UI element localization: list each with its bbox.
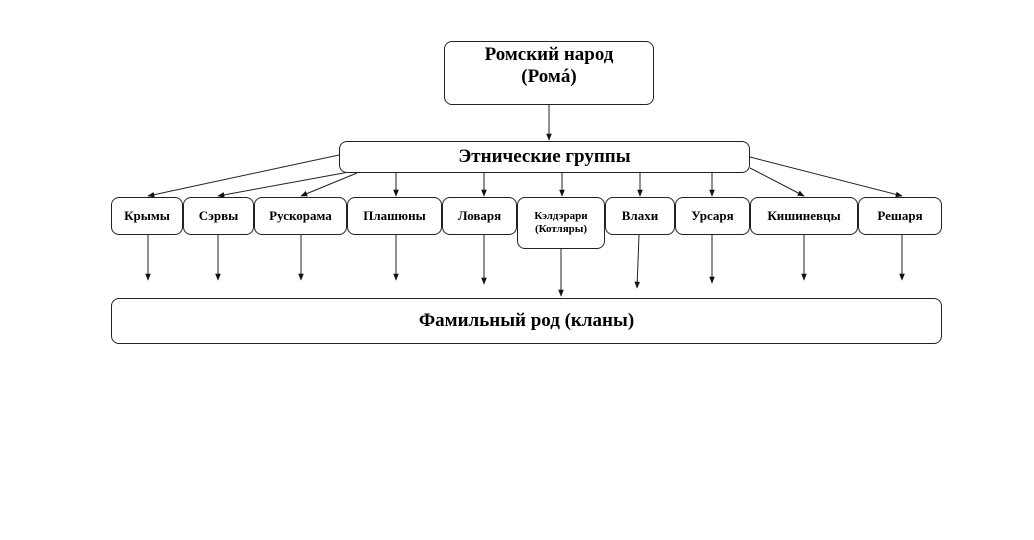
ethnic-group-node: Крымы bbox=[111, 197, 183, 235]
ethnic-group-label: Плашюны bbox=[363, 207, 426, 223]
arrow-ethnic-to-clan bbox=[634, 234, 641, 289]
ethnic-group-label: Кэлдэрари bbox=[534, 210, 588, 223]
root-node-roma-people: Ромский народ (Ромá) bbox=[444, 41, 654, 105]
root-title: Ромский народ bbox=[484, 44, 614, 65]
ethnic-group-label: Сэрвы bbox=[198, 207, 239, 223]
family-clan-node: Фамильный род (кланы) bbox=[111, 298, 942, 344]
root-subtitle: (Ромá) bbox=[521, 65, 577, 87]
ethnic-group-label: Кишиневцы bbox=[767, 207, 841, 223]
arrow-groups-to-ethnic bbox=[300, 172, 358, 197]
ethnic-group-sublabel: (Котляры) bbox=[534, 223, 588, 235]
ethnic-group-node: Плашюны bbox=[347, 197, 442, 235]
arrow-groups-to-ethnic bbox=[749, 167, 805, 197]
ethnic-groups-label: Этнические группы bbox=[458, 146, 631, 168]
ethnic-group-label: Ловаря bbox=[457, 207, 502, 223]
ethnic-group-label: Решаря bbox=[877, 207, 923, 223]
ethnic-group-node: Урсаря bbox=[675, 197, 750, 235]
ethnic-group-label: Рускорама bbox=[269, 207, 332, 223]
ethnic-group-node: Решаря bbox=[858, 197, 942, 235]
ethnic-group-node: Кэлдэрари (Котляры) bbox=[517, 197, 605, 249]
ethnic-group-label: Влахи bbox=[621, 207, 659, 223]
ethnic-groups-node: Этнические группы bbox=[339, 141, 750, 173]
ethnic-group-node: Ловаря bbox=[442, 197, 517, 235]
ethnic-group-node: Рускорама bbox=[254, 197, 347, 235]
arrow-groups-to-ethnic bbox=[217, 171, 350, 198]
family-clan-label: Фамильный род (кланы) bbox=[418, 310, 635, 332]
ethnic-group-label: Урсаря bbox=[691, 207, 734, 223]
arrow-groups-to-ethnic bbox=[147, 154, 340, 198]
ethnic-group-label: Крымы bbox=[124, 207, 170, 223]
arrow-groups-to-ethnic bbox=[749, 156, 903, 198]
ethnic-group-node: Сэрвы bbox=[183, 197, 254, 235]
ethnic-group-node: Влахи bbox=[605, 197, 675, 235]
ethnic-group-node: Кишиневцы bbox=[750, 197, 858, 235]
